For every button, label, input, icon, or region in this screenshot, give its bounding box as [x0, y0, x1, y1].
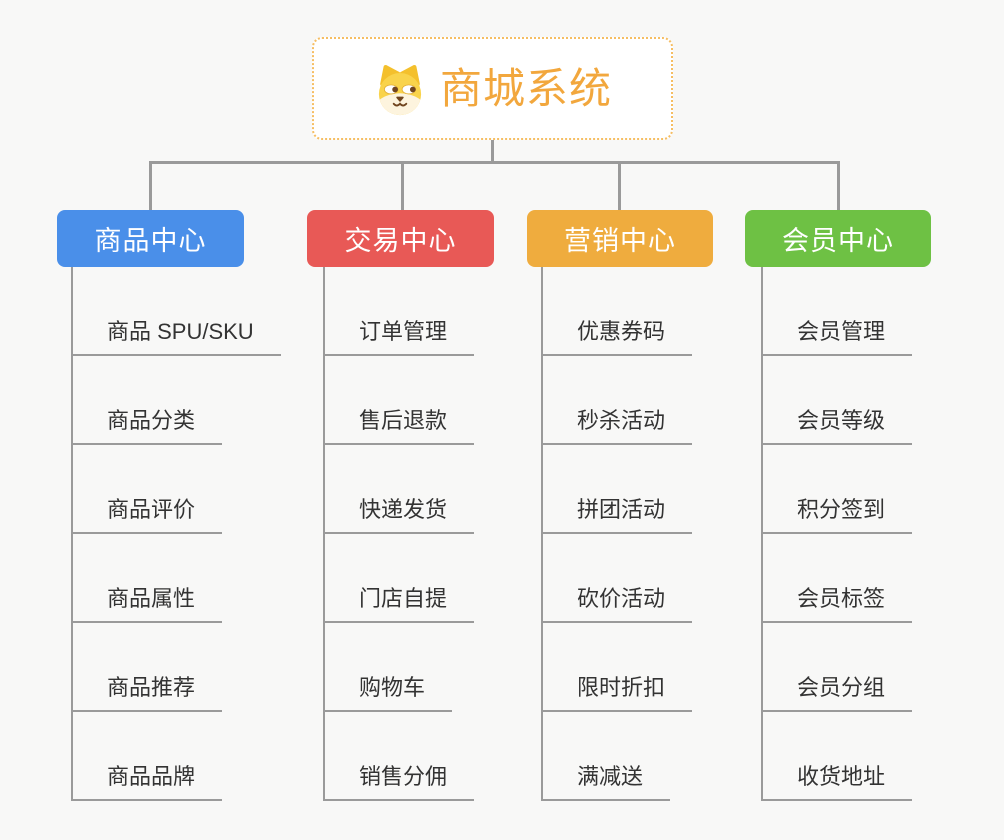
connector-trunk	[71, 267, 73, 801]
connector-trunk	[541, 267, 543, 801]
branch-label: 会员中心	[782, 226, 894, 256]
leaf-topic[interactable]: 砍价活动	[541, 584, 693, 623]
leaf-topic[interactable]: 优惠券码	[541, 317, 693, 356]
connector-bus-line	[149, 161, 840, 164]
branch-marketing-center[interactable]: 营销中心	[527, 210, 713, 267]
leaf-topic[interactable]: 满减送	[541, 762, 671, 801]
branch-member-center[interactable]: 会员中心	[745, 210, 931, 267]
leaf-topic[interactable]: 会员管理	[761, 317, 913, 356]
connector-trunk	[761, 267, 763, 801]
leaf-topic[interactable]: 商品品牌	[71, 762, 223, 801]
branch-product-children: 商品 SPU/SKU 商品分类 商品评价 商品属性 商品推荐 商品品牌	[71, 267, 281, 801]
branch-trade-children: 订单管理 售后退款 快递发货 门店自提 购物车 销售分佣	[323, 267, 475, 801]
leaf-topic[interactable]: 收货地址	[761, 762, 913, 801]
leaf-topic[interactable]: 购物车	[323, 673, 453, 712]
branch-product-center[interactable]: 商品中心	[57, 210, 244, 267]
branch-member-children: 会员管理 会员等级 积分签到 会员标签 会员分组 收货地址	[761, 267, 913, 801]
branch-marketing-children: 优惠券码 秒杀活动 拼团活动 砍价活动 限时折扣 满减送	[541, 267, 693, 801]
leaf-topic[interactable]: 会员分组	[761, 673, 913, 712]
connector-drop-branch-2	[401, 161, 404, 210]
branch-label: 商品中心	[94, 226, 207, 256]
leaf-topic[interactable]: 会员等级	[761, 406, 913, 445]
leaf-topic[interactable]: 商品推荐	[71, 673, 223, 712]
branch-trade-center[interactable]: 交易中心	[307, 210, 494, 267]
root-topic-title: 商城系统	[439, 64, 612, 112]
leaf-topic[interactable]: 会员标签	[761, 584, 913, 623]
leaf-topic[interactable]: 快递发货	[323, 495, 475, 534]
branch-label: 交易中心	[344, 226, 457, 256]
leaf-topic[interactable]: 限时折扣	[541, 673, 693, 712]
leaf-topic[interactable]: 商品 SPU/SKU	[71, 317, 281, 356]
connector-root-drop	[491, 140, 494, 163]
leaf-topic[interactable]: 门店自提	[323, 584, 475, 623]
connector-drop-branch-4	[837, 161, 840, 210]
leaf-topic[interactable]: 商品属性	[71, 584, 223, 623]
leaf-topic[interactable]: 秒杀活动	[541, 406, 693, 445]
branch-label: 营销中心	[564, 226, 676, 256]
connector-trunk	[323, 267, 325, 801]
dog-face-icon	[373, 62, 427, 116]
leaf-topic[interactable]: 商品评价	[71, 495, 223, 534]
connector-drop-branch-1	[149, 161, 152, 210]
leaf-topic[interactable]: 拼团活动	[541, 495, 693, 534]
leaf-topic[interactable]: 积分签到	[761, 495, 913, 534]
leaf-topic[interactable]: 销售分佣	[323, 762, 475, 801]
leaf-topic[interactable]: 售后退款	[323, 406, 475, 445]
leaf-topic[interactable]: 订单管理	[323, 317, 475, 356]
leaf-topic[interactable]: 商品分类	[71, 406, 223, 445]
connector-drop-branch-3	[618, 161, 621, 210]
root-topic[interactable]: 商城系统	[312, 37, 673, 140]
